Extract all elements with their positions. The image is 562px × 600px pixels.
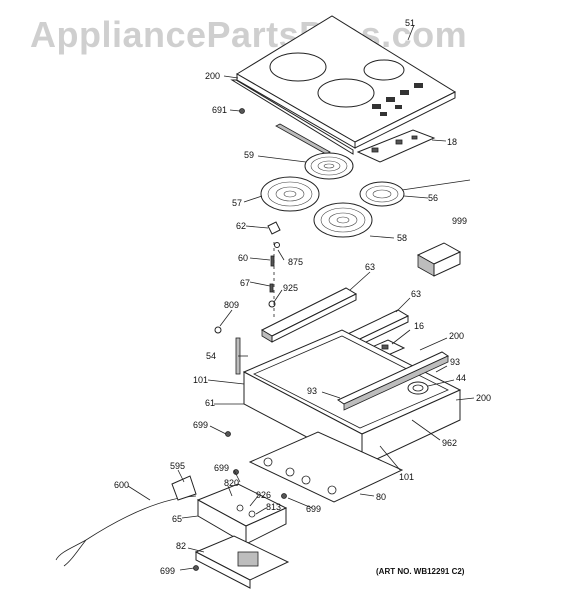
callout-44: 44	[456, 373, 467, 383]
burner-58[interactable]	[313, 202, 373, 238]
callout-59: 59	[244, 150, 255, 160]
callout-699-b: 699	[214, 463, 230, 473]
grommet-44[interactable]	[407, 381, 429, 395]
callout-813: 813	[266, 502, 282, 512]
callout-58: 58	[397, 233, 408, 243]
power-cord-600[interactable]	[55, 475, 197, 567]
callout-820: 820	[224, 478, 240, 488]
callout-200-b: 200	[449, 331, 465, 341]
callout-16: 16	[414, 321, 425, 331]
callout-18: 18	[447, 137, 458, 147]
callout-809: 809	[224, 300, 240, 310]
callout-699-d: 699	[160, 566, 176, 576]
terminal-block-65[interactable]	[196, 483, 288, 545]
sensor-hardware[interactable]	[267, 221, 281, 308]
callout-63-b: 63	[411, 289, 422, 299]
callout-80: 80	[376, 492, 387, 502]
burner-56[interactable]	[359, 179, 471, 207]
callout-101-b: 101	[399, 472, 415, 482]
callout-51: 51	[405, 18, 416, 28]
burner-57[interactable]	[260, 176, 320, 212]
leader-lines	[127, 24, 475, 571]
screw-699-c[interactable]	[281, 493, 287, 499]
cover-82[interactable]	[194, 535, 290, 589]
callout-54: 54	[206, 351, 217, 361]
callout-600: 600	[114, 480, 130, 490]
callout-926: 926	[256, 490, 272, 500]
screw-691[interactable]	[239, 108, 245, 114]
part-999-box[interactable]	[416, 242, 462, 277]
callout-699-a: 699	[193, 420, 209, 430]
callout-200-a: 200	[205, 71, 221, 81]
callout-56: 56	[428, 193, 439, 203]
callout-65: 65	[172, 514, 183, 524]
control-board[interactable]	[356, 129, 436, 163]
callout-93-a: 93	[450, 357, 461, 367]
callout-62: 62	[236, 221, 247, 231]
bottom-insulation-80[interactable]	[248, 431, 404, 503]
callout-925: 925	[283, 283, 299, 293]
bracket-63-left[interactable]	[260, 287, 358, 343]
callout-699-c: 699	[306, 504, 322, 514]
callout-691: 691	[212, 105, 228, 115]
callout-875: 875	[288, 257, 304, 267]
burner-59[interactable]	[304, 152, 354, 180]
callout-595: 595	[170, 461, 186, 471]
screw-699-a[interactable]	[225, 431, 231, 437]
glass-cooktop[interactable]	[236, 15, 457, 149]
callout-93-b: 93	[307, 386, 318, 396]
cooktop-trim[interactable]	[230, 79, 354, 155]
bar-93[interactable]	[336, 351, 450, 411]
callout-67: 67	[240, 278, 251, 288]
art-number: (ART NO. WB12291 C2)	[376, 567, 465, 576]
terminal-strip[interactable]	[275, 123, 331, 155]
screw-699-d[interactable]	[193, 565, 199, 571]
callout-962: 962	[442, 438, 458, 448]
callout-63-a: 63	[365, 262, 376, 272]
callout-200-c: 200	[476, 393, 492, 403]
callout-999: 999	[452, 216, 468, 226]
watermark: AppliancePartsPros.com	[30, 14, 468, 55]
callout-101-a: 101	[193, 375, 209, 385]
callout-60: 60	[238, 253, 249, 263]
callout-82: 82	[176, 541, 187, 551]
callout-61: 61	[205, 398, 216, 408]
callout-57: 57	[232, 198, 243, 208]
screw-809[interactable]	[214, 326, 222, 334]
